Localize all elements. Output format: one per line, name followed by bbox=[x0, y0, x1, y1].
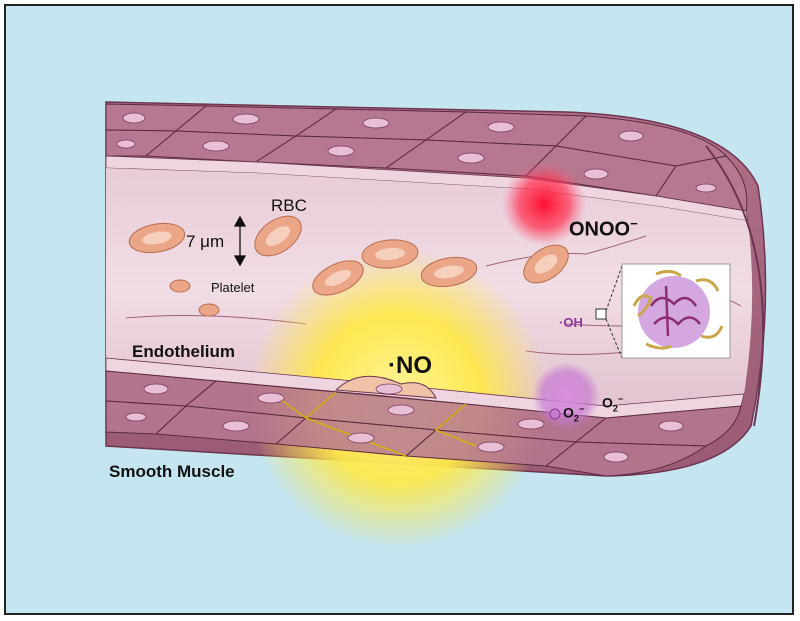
upper-muscle-cells bbox=[105, 103, 748, 212]
vessel-rim bbox=[705, 145, 765, 427]
rbc bbox=[312, 260, 364, 296]
rbc bbox=[523, 244, 569, 284]
protein-structure-inset bbox=[621, 263, 731, 359]
superoxide-glow bbox=[532, 362, 600, 430]
no-target-cell-outlines bbox=[275, 391, 477, 457]
rbc bbox=[254, 215, 302, 257]
superoxide-particle bbox=[549, 408, 561, 420]
zoom-source-box bbox=[595, 308, 607, 320]
size-label: 7 μm bbox=[186, 232, 225, 251]
rbc bbox=[128, 222, 186, 254]
platelet bbox=[169, 279, 191, 293]
nitric-oxide-label: ·NO bbox=[388, 352, 432, 379]
diagram-frame: RBC 7 μm Platelet Endothelium Smooth Mus… bbox=[4, 4, 794, 615]
size-double-arrow bbox=[233, 215, 247, 267]
endothelial-nucleus bbox=[375, 383, 403, 395]
lower-muscle-nuclei bbox=[125, 383, 684, 463]
superoxide-label-a: O2− bbox=[563, 404, 585, 424]
red-blood-cells bbox=[128, 215, 569, 296]
onoo-glow bbox=[502, 162, 586, 246]
vessel-illustration bbox=[105, 101, 767, 548]
superoxide-label-b: O2− bbox=[602, 394, 624, 414]
rbc-label: RBC bbox=[271, 196, 307, 215]
rbc bbox=[420, 256, 478, 288]
zoom-line-bottom bbox=[605, 318, 623, 359]
smooth-muscle-label: Smooth Muscle bbox=[109, 462, 235, 481]
endothelium-label: Endothelium bbox=[132, 342, 235, 361]
peroxynitrite-label: ONOO− bbox=[569, 216, 638, 241]
platelet-label: Platelet bbox=[211, 280, 255, 295]
platelet bbox=[198, 303, 220, 317]
platelets bbox=[169, 279, 220, 317]
rbc bbox=[361, 239, 419, 269]
upper-muscle-nuclei bbox=[116, 112, 717, 193]
hydroxyl-radical-label: ·OH bbox=[559, 315, 583, 330]
zoom-line-top bbox=[605, 265, 623, 312]
